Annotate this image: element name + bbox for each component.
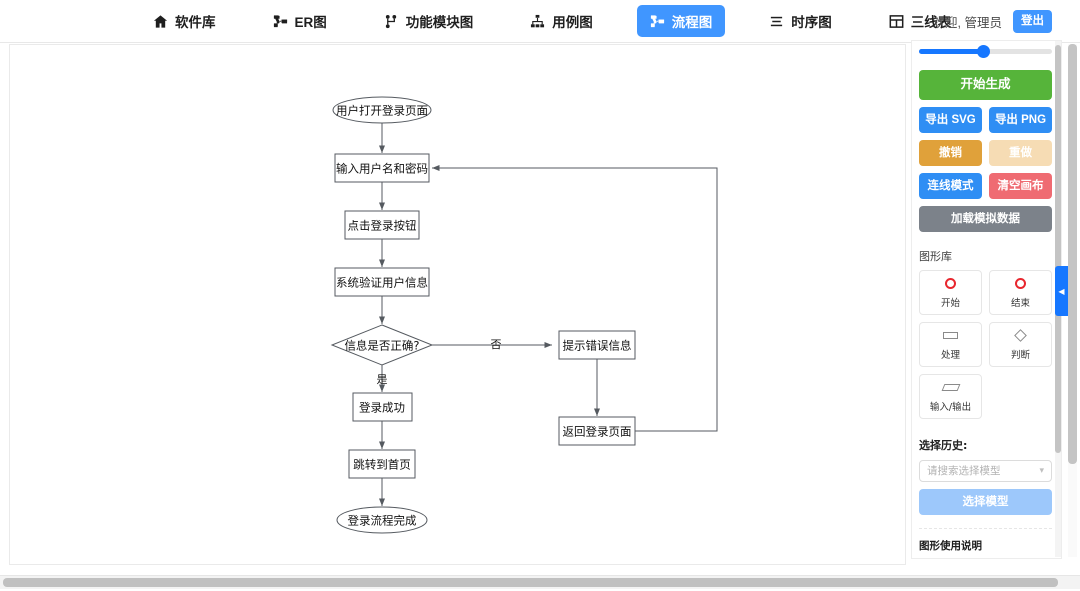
undo-button[interactable]: 撤销 [919,139,982,166]
node-label: 用户打开登录页面 [336,104,428,118]
shape-library-grid: 开始 结束 处理 判断 输入/输出 [919,269,1052,419]
clear-canvas-button[interactable]: 清空画布 [989,172,1052,199]
flowchart-canvas[interactable]: 是 否 用户打开登录页面 输入用户名和密码 点击登录按钮 系统验证用户信息 [9,44,906,565]
shape-card-start[interactable]: 开始 [919,269,982,315]
node-label: 信息是否正确? [344,339,419,353]
nav-item-label: 时序图 [791,15,832,30]
node-label: 登录成功 [359,401,405,415]
shape-card-end[interactable]: 结束 [989,269,1052,315]
edge-n10-n2-loop [432,165,718,432]
load-mock-data-button[interactable]: 加载模拟数据 [919,205,1052,232]
start-generate-button[interactable]: 开始生成 [919,70,1052,100]
node-n7[interactable]: 跳转到首页 [348,449,416,479]
nav-item-label: 用例图 [552,15,593,30]
flowchart-icon [650,14,665,29]
module-tree-icon [384,14,399,29]
nav-item-use-case-diagram[interactable]: 用例图 [517,5,606,37]
node-n8[interactable]: 登录流程完成 [336,506,428,534]
nav-item-label: 流程图 [671,15,713,30]
node-label: 提示错误信息 [563,339,632,353]
flowchart-edges [379,123,718,506]
undo-redo-button-row: 撤销 重做 [919,139,1052,166]
er-diagram-icon [273,14,288,29]
nav-item-function-module-diagram[interactable]: 功能模块图 [371,5,487,37]
nav-item-sequence-diagram[interactable]: 时序图 [756,5,845,37]
edge-label-no: 否 [491,338,502,351]
tools-sidebar: 开始生成 导出 SVG 导出 PNG 撤销 重做 连线模式 清空画布 加载模拟数… [911,40,1062,559]
node-n6[interactable]: 登录成功 [352,392,413,422]
nav-item-label: ER图 [294,15,327,30]
welcome-message: 欢迎, 管理员 [932,16,1002,30]
shape-label: 输入/输出 [929,401,972,413]
top-navigation-bar: 软件库 ER图 功能模块图 用例图 [0,0,1080,43]
redo-button[interactable]: 重做 [989,139,1052,166]
model-select[interactable]: 请搜索选择模型 ▾ [919,459,1052,482]
select-model-button[interactable]: 选择模型 [919,488,1052,515]
nav-item-flowchart[interactable]: 流程图 [636,5,726,37]
nav-item-label: 三线表 [910,15,952,30]
export-png-button[interactable]: 导出 PNG [989,106,1052,133]
slider-fill [919,49,983,54]
tools-sidebar-content: 开始生成 导出 SVG 导出 PNG 撤销 重做 连线模式 清空画布 加载模拟数… [919,41,1052,558]
nav-item-label: 功能模块图 [405,15,474,30]
zoom-slider-row [919,41,1052,60]
node-label: 返回登录页面 [563,425,632,439]
section-divider [919,527,1052,529]
node-n2[interactable]: 输入用户名和密码 [334,153,430,183]
shape-label: 开始 [940,297,960,309]
nav-item-label: 软件库 [175,15,216,30]
node-label: 登录流程完成 [348,514,417,528]
shape-label: 判断 [1010,349,1030,361]
nav-right-section: 欢迎, 管理员 登出 [933,0,1052,43]
horizontal-scrollbar-thumb[interactable] [3,578,1058,587]
model-select-placeholder: 请搜索选择模型 [927,465,1001,478]
nav-item-er-diagram[interactable]: ER图 [260,5,340,37]
shape-label: 结束 [1010,297,1030,309]
parallelogram-icon [941,380,960,395]
zoom-slider[interactable] [919,43,1052,60]
node-label: 输入用户名和密码 [336,162,428,176]
circle-outline-icon [1015,276,1026,291]
shape-card-decision[interactable]: 判断 [989,321,1052,367]
node-n9[interactable]: 提示错误信息 [558,330,636,360]
flowchart-svg[interactable]: 是 否 用户打开登录页面 输入用户名和密码 点击登录按钮 系统验证用户信息 [10,45,906,565]
shape-card-input-output[interactable]: 输入/输出 [919,373,982,419]
usecase-icon [530,14,545,29]
nav-item-software-library[interactable]: 软件库 [140,5,229,37]
home-icon [153,14,168,29]
nav-item-list: 软件库 ER图 功能模块图 用例图 [140,5,995,37]
history-title: 选择历史: [919,438,968,452]
slider-thumb[interactable] [977,45,990,58]
node-label: 点击登录按钮 [348,219,417,233]
connect-mode-button[interactable]: 连线模式 [919,172,982,199]
node-label: 系统验证用户信息 [336,276,428,290]
sequence-icon [769,14,784,29]
node-n5[interactable]: 信息是否正确? [330,324,434,366]
mode-button-row: 连线模式 清空画布 [919,172,1052,199]
node-n10[interactable]: 返回登录页面 [558,416,636,446]
logout-button[interactable]: 登出 [1013,10,1052,33]
chevron-down-icon: ▾ [1039,465,1044,476]
page-scrollbar-thumb[interactable] [1068,44,1077,464]
node-n4[interactable]: 系统验证用户信息 [334,267,430,297]
node-n3[interactable]: 点击登录按钮 [344,210,420,240]
circle-outline-icon [945,276,956,291]
edge-label-yes: 是 [377,373,388,386]
node-n1[interactable]: 用户打开登录页面 [332,96,432,124]
diamond-icon [1014,328,1027,343]
nav-item-three-line-table[interactable]: 三线表 [876,5,965,37]
node-label: 跳转到首页 [353,458,411,472]
rectangle-icon [943,328,958,343]
sidebar-scrollbar-thumb[interactable] [1055,45,1061,453]
export-button-row: 导出 SVG 导出 PNG [919,106,1052,133]
export-svg-button[interactable]: 导出 SVG [919,106,982,133]
table-icon [889,14,904,29]
chevron-left-icon[interactable]: ◀ [1055,266,1068,316]
help-title: 图形使用说明 [919,539,982,552]
shape-library-title: 图形库 [919,249,952,263]
shape-label: 处理 [940,349,960,361]
shape-card-process[interactable]: 处理 [919,321,982,367]
